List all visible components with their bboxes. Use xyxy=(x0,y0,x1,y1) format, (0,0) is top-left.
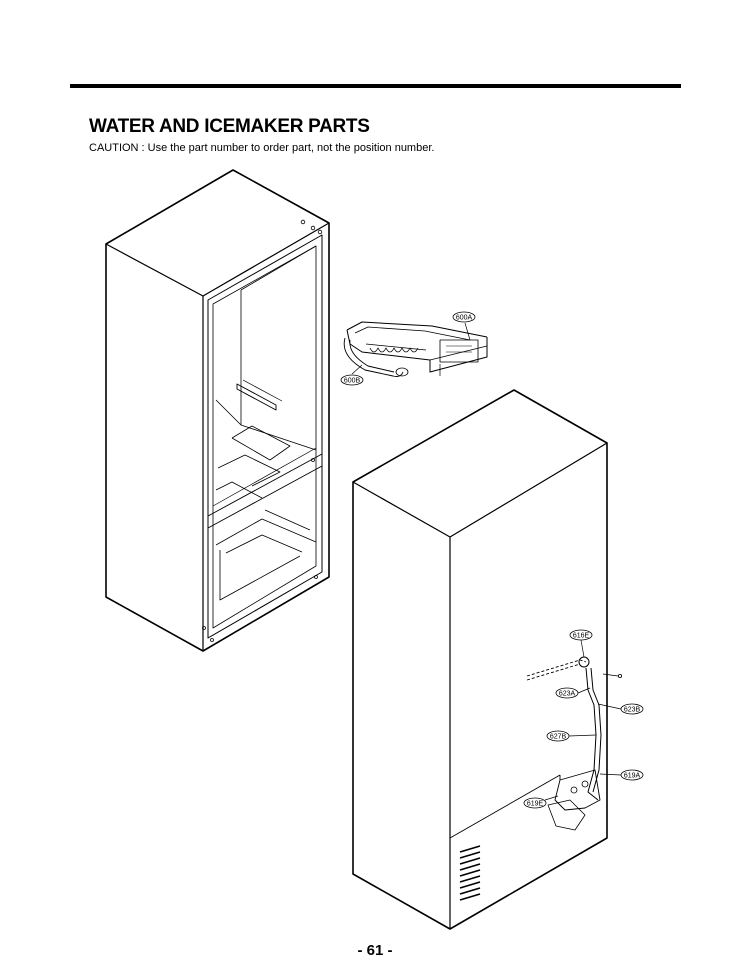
callout-label-600B: 600B xyxy=(344,378,361,385)
callout-623B: 623B xyxy=(597,703,644,715)
callout-616E: 616E xyxy=(569,629,593,658)
page-number: - 61 - xyxy=(357,942,393,959)
callout-623A: 623A xyxy=(555,687,591,699)
header-rule xyxy=(70,84,681,88)
callout-label-623B: 623B xyxy=(624,707,641,714)
callout-600A: 600A xyxy=(452,311,476,341)
callout-label-600A: 600A xyxy=(456,315,473,322)
callout-619A: 619A xyxy=(599,769,644,781)
refrigerator-cabinet-rear xyxy=(352,389,623,930)
caution-note: CAUTION : Use the part number to order p… xyxy=(89,142,435,154)
callout-627B: 627B xyxy=(546,730,597,742)
callout-600B: 600B xyxy=(340,364,364,386)
page-title: WATER AND ICEMAKER PARTS xyxy=(89,116,370,137)
callout-label-623A: 623A xyxy=(559,691,576,698)
callout-label-627B: 627B xyxy=(550,734,567,741)
refrigerator-cabinet-front xyxy=(105,169,330,652)
icemaker-assembly xyxy=(343,321,488,377)
callout-label-619A: 619A xyxy=(624,773,641,780)
callout-label-619E: 619E xyxy=(527,801,544,808)
callout-619E: 619E xyxy=(523,795,559,809)
callout-label-616E: 616E xyxy=(573,633,590,640)
